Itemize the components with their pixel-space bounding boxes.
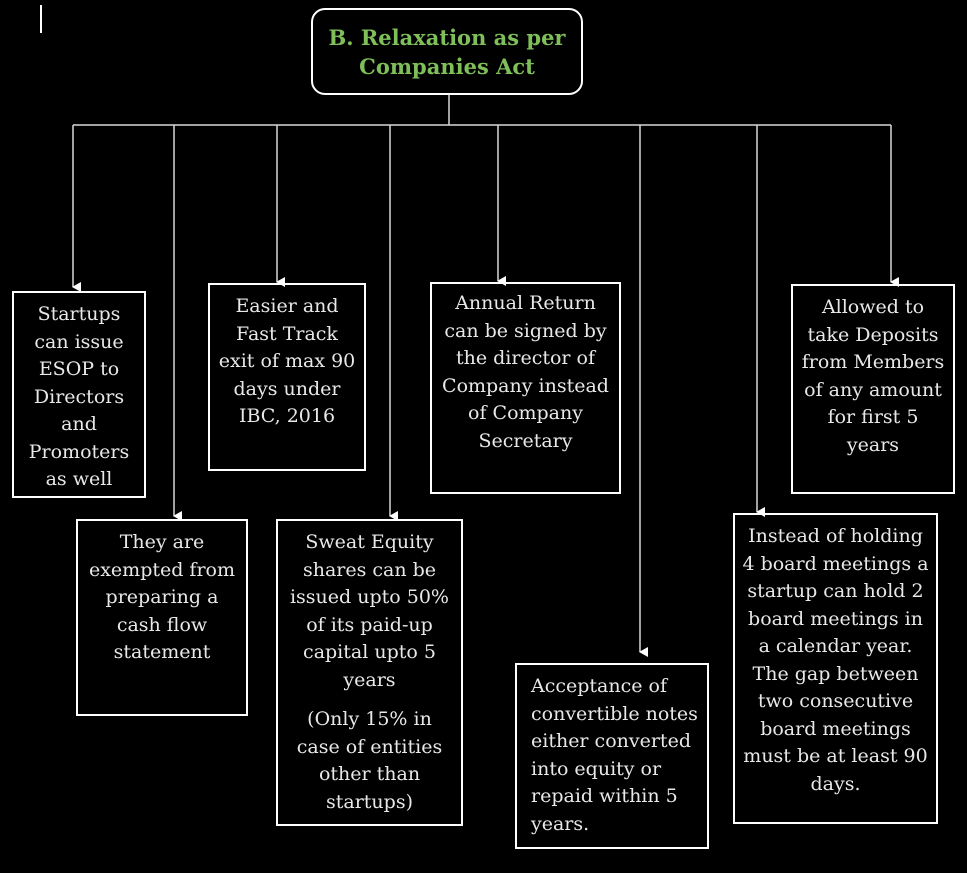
convertible-notes-box: Acceptance of convertible notes either c… (515, 663, 709, 849)
exit-text: Easier and Fast Track exit of max 90 day… (218, 295, 356, 427)
board-meetings-text: Instead of holding 4 board meetings a st… (742, 525, 929, 795)
sweat-equity-note: (Only 15% in case of entities other than… (296, 708, 443, 813)
exit-box: Easier and Fast Track exit of max 90 day… (208, 283, 366, 471)
cashflow-text: They are exempted from preparing a cash … (88, 531, 236, 663)
deposits-box: Allowed to take Deposits from Members of… (791, 284, 955, 494)
deposits-text: Allowed to take Deposits from Members of… (801, 296, 945, 456)
text-cursor (40, 5, 42, 33)
esop-box: Startups can issue ESOP to Directors and… (12, 291, 146, 498)
cashflow-box: They are exempted from preparing a cash … (76, 519, 248, 716)
sweat-equity-text: Sweat Equity shares can be issued upto 5… (289, 531, 449, 691)
convertible-notes-text: Acceptance of convertible notes either c… (531, 675, 698, 835)
sweat-equity-box: Sweat Equity shares can be issued upto 5… (276, 519, 463, 826)
board-meetings-box: Instead of holding 4 board meetings a st… (733, 513, 938, 824)
annual-return-box: Annual Return can be signed by the direc… (430, 282, 621, 494)
esop-text: Startups can issue ESOP to Directors and… (28, 303, 130, 490)
annual-return-text: Annual Return can be signed by the direc… (442, 292, 609, 452)
root-title-box: B. Relaxation as per Companies Act (311, 8, 583, 95)
root-title: B. Relaxation as per Companies Act (328, 24, 566, 79)
